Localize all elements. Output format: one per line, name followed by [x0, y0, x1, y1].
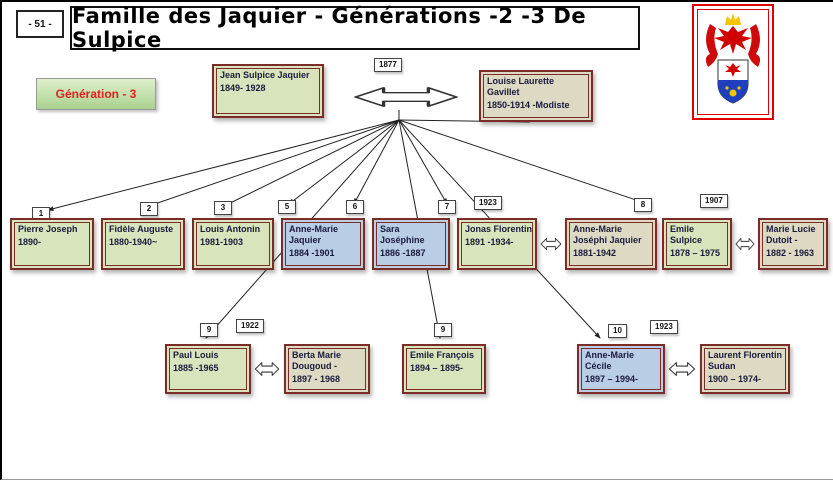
person-dates: 1884 -1901	[289, 247, 335, 258]
person-dates: 1897 – 1994-	[585, 373, 639, 384]
generation-badge: Génération - 3	[36, 78, 156, 110]
child-number-label: 5	[278, 200, 296, 215]
marriage-arrow-icon	[353, 87, 459, 107]
marriage-year-label: 1922	[236, 319, 264, 334]
person-box-pierre-joseph: Pierre Joseph 1890-	[10, 218, 94, 270]
child-number-label: 7	[438, 200, 456, 215]
child-number-label: 10	[608, 324, 627, 339]
person-dates: 1850-1914 -Modiste	[487, 99, 570, 110]
person-dates: 1878 – 1975	[670, 247, 721, 258]
person-name: Jonas Florentin	[465, 224, 533, 234]
person-box-louis-antonin: Louis Antonin 1981-1903	[192, 218, 274, 270]
person-name: Pierre Joseph	[18, 224, 78, 234]
page-number-label: - 51 -	[16, 10, 64, 38]
person-name: Berta Marie Dougoud -	[292, 350, 342, 371]
person-dates: 1882 - 1963	[766, 247, 815, 258]
person-name: Louise Laurette Gavillet	[487, 76, 555, 97]
marriage-year-label: 1907	[700, 194, 728, 209]
person-box-jonas-florentin: Jonas Florentin 1891 -1934-	[457, 218, 537, 270]
person-name: Anne-Marie Joséphi Jaquier	[573, 224, 642, 245]
person-dates: 1894 – 1895-	[410, 362, 464, 373]
person-box-anne-marie-jaquier: Anne-Marie Jaquier 1884 -1901	[281, 218, 365, 270]
marriage-arrow-icon	[540, 237, 562, 251]
person-name: Laurent Florentin Sudan	[708, 350, 782, 371]
person-box-louise-laurette-gavillet: Louise Laurette Gavillet 1850-1914 -Modi…	[479, 70, 593, 122]
person-box-emile-francois: Emile François 1894 – 1895-	[402, 344, 486, 394]
person-box-fidele-auguste: Fidèle Auguste 1880-1940~	[101, 218, 185, 270]
child-number-label: 9	[434, 323, 452, 338]
person-box-emile-sulpice: Emile Sulpice 1878 – 1975	[662, 218, 732, 270]
child-number-label: 6	[346, 200, 364, 215]
person-name: Fidèle Auguste	[109, 224, 174, 234]
person-box-berta-marie-dougoud: Berta Marie Dougoud - 1897 - 1968	[284, 344, 370, 394]
person-dates: 1981-1903	[200, 236, 244, 247]
person-name: Jean Sulpice Jaquier	[220, 70, 310, 80]
person-box-anne-marie-josephi-jaquier: Anne-Marie Joséphi Jaquier 1881-1942	[565, 218, 657, 270]
person-dates: 1849- 1928	[220, 82, 266, 93]
crest-illustration-icon	[705, 13, 761, 104]
family-crest	[692, 4, 774, 120]
person-name: Sara Joséphine	[380, 224, 425, 245]
person-name: Louis Antonin	[200, 224, 261, 234]
person-box-sara-josephine: Sara Joséphine 1886 -1887	[372, 218, 450, 270]
marriage-arrow-icon	[668, 362, 696, 376]
person-dates: 1881-1942	[573, 247, 617, 258]
person-name: Paul Louis	[173, 350, 219, 360]
person-box-jean-sulpice-jaquier: Jean Sulpice Jaquier 1849- 1928	[212, 64, 324, 118]
person-dates: 1897 - 1968	[292, 373, 341, 384]
person-box-laurent-florentin-sudan: Laurent Florentin Sudan 1900 – 1974-	[700, 344, 790, 394]
marriage-year-label: 1923	[474, 196, 502, 211]
child-number-label: 8	[634, 198, 652, 213]
person-name: Anne-Marie Jaquier	[289, 224, 339, 245]
person-name: Marie Lucie Dutoit -	[766, 224, 816, 245]
person-dates: 1880-1940~	[109, 236, 158, 247]
marriage-arrow-icon	[254, 362, 280, 376]
person-dates: 1900 – 1974-	[708, 373, 762, 384]
person-box-marie-lucie-dutoit: Marie Lucie Dutoit - 1882 - 1963	[758, 218, 828, 270]
marriage-year-label: 1877	[374, 58, 402, 73]
marriage-arrow-icon	[735, 237, 755, 251]
person-dates: 1890-	[18, 236, 42, 247]
marriage-year-label: 1923	[650, 320, 678, 335]
person-name: Anne-Marie Cécile	[585, 350, 635, 371]
child-number-label: 2	[140, 202, 158, 217]
person-box-paul-louis: Paul Louis 1885 -1965	[165, 344, 251, 394]
person-dates: 1891 -1934-	[465, 236, 514, 247]
person-name: Emile François	[410, 350, 475, 360]
page-title: Famille des Jaquier - Générations -2 -3 …	[70, 4, 640, 52]
person-dates: 1886 -1887	[380, 247, 426, 258]
child-number-label: 9	[200, 323, 218, 338]
person-dates: 1885 -1965	[173, 362, 219, 373]
person-box-anne-marie-cecile: Anne-Marie Cécile 1897 – 1994-	[577, 344, 665, 394]
person-name: Emile Sulpice	[670, 224, 703, 245]
child-number-label: 3	[214, 201, 232, 216]
